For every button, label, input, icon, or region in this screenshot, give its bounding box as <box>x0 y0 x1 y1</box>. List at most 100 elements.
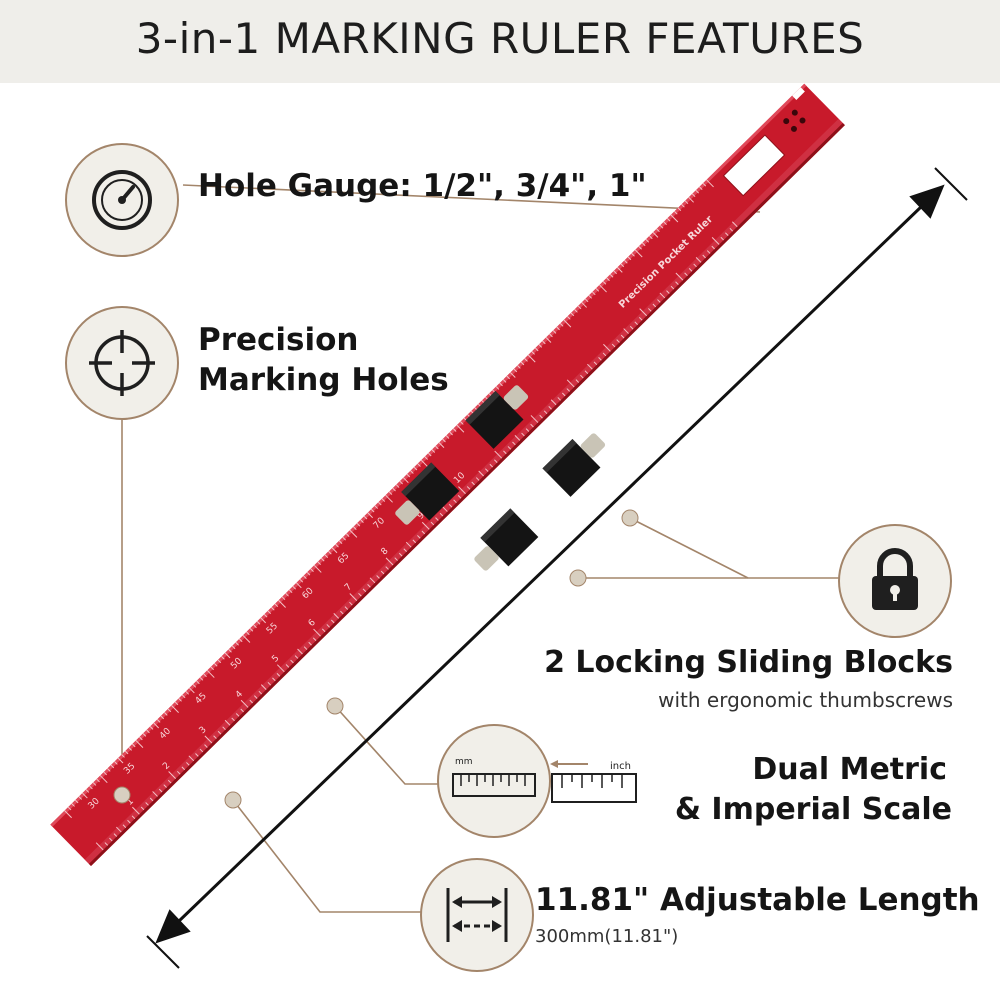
imperial-tick <box>725 232 729 236</box>
marking-holes-title-line1: Precision <box>198 322 359 358</box>
imperial-tick <box>603 343 611 352</box>
imperial-tick <box>507 446 512 450</box>
locking-blocks-title: 2 Locking Sliding Blocks <box>544 645 953 680</box>
metric-tick <box>239 638 243 643</box>
imperial-tick <box>405 541 412 548</box>
metric-tick <box>556 326 560 331</box>
metric-tick <box>531 351 535 355</box>
width-arrows-icon <box>446 888 508 942</box>
metric-tick <box>189 687 195 694</box>
imperial-tick <box>503 450 507 455</box>
metric-tick <box>360 519 364 523</box>
imperial-tick <box>367 584 371 588</box>
imperial-tick <box>385 557 394 566</box>
imperial-tick <box>475 477 480 481</box>
imperial-tick <box>349 601 353 606</box>
imperial-tick <box>561 392 566 397</box>
imperial-tick <box>421 521 430 530</box>
imperial-tick <box>675 281 679 285</box>
metric-tick <box>246 631 250 636</box>
metric-tick <box>363 515 368 520</box>
imperial-tick <box>448 503 453 508</box>
metric-tick <box>217 659 222 664</box>
imperial-tick <box>731 221 738 228</box>
metric-tick <box>577 305 582 310</box>
dot-dual-scale <box>326 697 344 715</box>
svg-text:inch: inch <box>610 761 631 772</box>
metric-tick <box>203 673 207 678</box>
imperial-tick <box>109 837 113 842</box>
imperial-tick <box>321 628 326 633</box>
crosshair-icon-circle <box>65 306 179 420</box>
metric-tick <box>392 487 396 492</box>
metric-tick <box>85 789 90 793</box>
metric-tick <box>124 750 129 755</box>
metric-tick <box>442 438 446 443</box>
metric-tick <box>299 578 304 583</box>
ruler: 3035404550556065701234567891011 Precisio… <box>50 83 845 866</box>
hole-gauge-window <box>722 134 786 197</box>
metric-tick <box>303 575 307 580</box>
metric-tick <box>399 480 404 485</box>
imperial-tick <box>466 486 471 490</box>
metric-tick <box>146 729 150 734</box>
metric-tick <box>420 459 429 468</box>
metric-tick <box>256 621 261 625</box>
metric-tick <box>595 288 600 292</box>
imperial-tick <box>213 735 217 739</box>
imperial-tick <box>421 530 426 535</box>
imperial-tick <box>566 388 571 392</box>
metric-tick <box>67 806 72 811</box>
imperial-tick <box>344 606 349 610</box>
imperial-tick <box>435 517 439 521</box>
imperial-tick <box>430 521 435 526</box>
imperial-tick <box>258 690 263 695</box>
metric-tick <box>64 810 72 819</box>
dual-scale-title-line1: Dual Metric <box>752 752 947 787</box>
metric-tick <box>349 529 358 538</box>
metric-tick <box>271 606 275 611</box>
imperial-tick <box>240 699 249 708</box>
gauge-icon <box>92 170 152 230</box>
metric-tick <box>449 431 453 436</box>
metric-tick <box>153 722 160 729</box>
dot-marking-holes <box>113 786 131 804</box>
imperial-tick <box>512 441 516 446</box>
imperial-tick <box>530 423 534 428</box>
metric-tick <box>381 498 386 502</box>
metric-tick <box>584 298 589 303</box>
metric-tick <box>460 421 464 425</box>
metric-tick <box>706 179 714 188</box>
metric-tick <box>438 442 445 448</box>
metric-tick <box>139 736 143 741</box>
length-subtitle: 300mm(11.81") <box>535 926 679 947</box>
imperial-tick <box>272 677 276 682</box>
ruler-scale-icon-circle: mm <box>437 724 551 838</box>
dot-locking-a <box>621 509 639 527</box>
imperial-tick <box>530 415 539 423</box>
metric-tick <box>627 256 632 261</box>
metric-tick <box>588 295 593 299</box>
metric-tick <box>431 449 436 453</box>
metric-tick <box>338 540 343 544</box>
leader-dual-scale <box>334 705 438 785</box>
metric-tick <box>502 379 507 383</box>
padlock-icon <box>872 548 918 610</box>
imperial-tick <box>584 370 589 374</box>
metric-tick <box>395 484 400 488</box>
metric-tick <box>135 740 144 749</box>
imperial-tick <box>403 548 407 552</box>
imperial-tick <box>308 641 312 646</box>
metric-tick <box>249 628 254 632</box>
metric-tick <box>324 554 329 558</box>
imperial-tick <box>702 254 706 259</box>
imperial-tick <box>222 726 226 731</box>
metric-tick <box>702 182 707 187</box>
metric-tick <box>210 666 214 671</box>
imperial-tick <box>249 699 253 704</box>
metric-tick <box>235 642 239 646</box>
metric-tick <box>353 526 357 530</box>
metric-tick <box>552 330 557 334</box>
imperial-label: 5 <box>270 654 281 665</box>
